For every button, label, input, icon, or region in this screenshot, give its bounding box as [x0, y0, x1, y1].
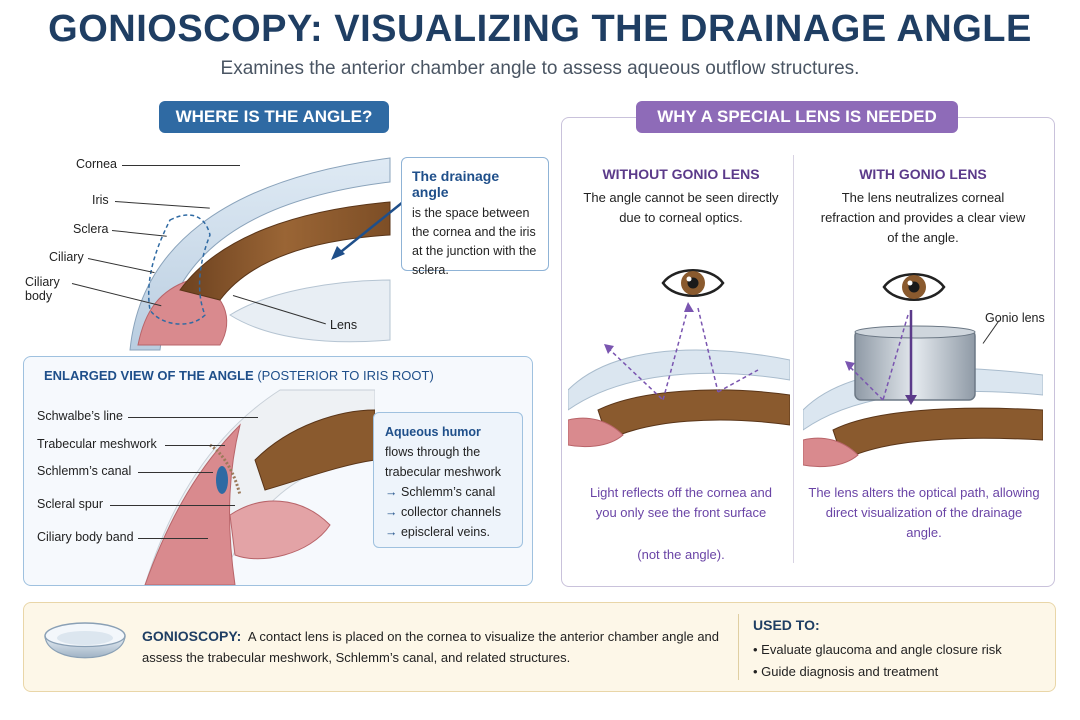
page-subtitle: Examines the anterior chamber angle to a…	[220, 58, 860, 79]
drainage-angle-body: is the space between the cornea and the …	[412, 206, 537, 277]
aqueous-line1: flows through the	[385, 445, 481, 459]
enlarged-title-bold: ENLARGED VIEW OF THE ANGLE	[44, 368, 254, 383]
label-scleral-spur: Scleral spur	[37, 497, 103, 511]
bottom-divider	[738, 614, 739, 680]
drainage-angle-callout: The drainage angle is the space between …	[401, 157, 549, 277]
list-item: Evaluate glaucoma and angle closure risk	[753, 639, 1002, 661]
enlarged-angle-illustration	[144, 389, 375, 585]
label-cornea: Cornea	[76, 157, 117, 171]
why-lens-heading: WHY A SPECIAL LENS IS NEEDED	[636, 101, 958, 133]
aqueous-humor-box: Aqueous humor flows through the trabecul…	[373, 412, 523, 548]
eye-icon-with-lens	[882, 273, 946, 301]
arrow-icon	[331, 201, 404, 260]
schlemm-canal-shape	[216, 466, 228, 494]
gonioscopy-description: GONIOSCOPY: A contact lens is placed on …	[142, 626, 732, 668]
label-lens: Lens	[330, 318, 358, 332]
iris-root-shape	[254, 409, 375, 491]
eye-icon	[661, 269, 725, 297]
enlarged-title-rest: (POSTERIOR TO IRIS ROOT)	[257, 368, 434, 383]
gonio-lens-icon	[854, 325, 976, 401]
aqueous-step3: → episcleral veins.	[385, 525, 490, 539]
without-lens-footer: Light reflects off the cornea and you on…	[590, 485, 772, 520]
label-trabecular: Trabecular meshwork	[37, 437, 157, 451]
enlarged-view-title: ENLARGED VIEW OF THE ANGLE (POSTERIOR TO…	[44, 368, 434, 383]
with-lens-body: The lens neutralizes corneal refraction …	[820, 190, 1026, 245]
aqueous-step2: → collector channels	[385, 505, 502, 519]
without-lens-footer-note: (not the angle).	[637, 547, 725, 562]
with-lens-footer: The lens alters the optical path, allowi…	[808, 485, 1040, 540]
column-divider	[793, 155, 794, 563]
without-lens-body: The angle cannot be seen directly due to…	[583, 190, 779, 225]
label-ciliary-band: Ciliary body band	[37, 530, 134, 544]
used-to-heading: USED TO:	[753, 617, 820, 633]
drainage-angle-heading: The drainage angle	[412, 168, 500, 200]
with-lens-heading: WITH GONIO LENS	[859, 166, 987, 182]
label-schlemm: Schlemm’s canal	[37, 464, 132, 478]
gonioscopy-definition: A contact lens is placed on the cornea t…	[142, 629, 720, 665]
where-angle-heading: WHERE IS THE ANGLE?	[159, 101, 389, 133]
label-ciliary: Ciliary	[49, 250, 84, 264]
ciliary-band-shape	[229, 500, 331, 560]
iris-shape	[179, 201, 391, 301]
lens-shape	[229, 279, 391, 343]
contact-lens-icon	[44, 622, 126, 659]
aqueous-line2: trabecular meshwork	[385, 465, 502, 479]
used-to-list: Evaluate glaucoma and angle closure risk…	[753, 639, 1002, 683]
label-ciliary-body: Ciliary body	[25, 275, 60, 303]
angle-outline	[147, 214, 211, 325]
with-lens-illustration	[803, 310, 1043, 468]
page-title: GONIOSCOPY: VISUALIZING THE DRAINAGE ANG…	[48, 8, 1032, 50]
gonioscopy-term: GONIOSCOPY:	[142, 628, 242, 644]
label-schwalbe: Schwalbe’s line	[37, 409, 123, 423]
aqueous-step1: → Schlemm’s canal	[385, 485, 496, 499]
eye-cross-section-illustration	[129, 157, 391, 351]
aqueous-heading: Aqueous humor	[385, 425, 481, 439]
label-sclera: Sclera	[73, 222, 109, 236]
label-iris: Iris	[92, 193, 109, 207]
label-gonio-lens: Gonio lens	[985, 311, 1045, 325]
list-item: Guide diagnosis and treatment	[753, 661, 1002, 683]
without-lens-heading: WITHOUT GONIO LENS	[602, 166, 760, 182]
without-lens-illustration	[568, 302, 790, 448]
